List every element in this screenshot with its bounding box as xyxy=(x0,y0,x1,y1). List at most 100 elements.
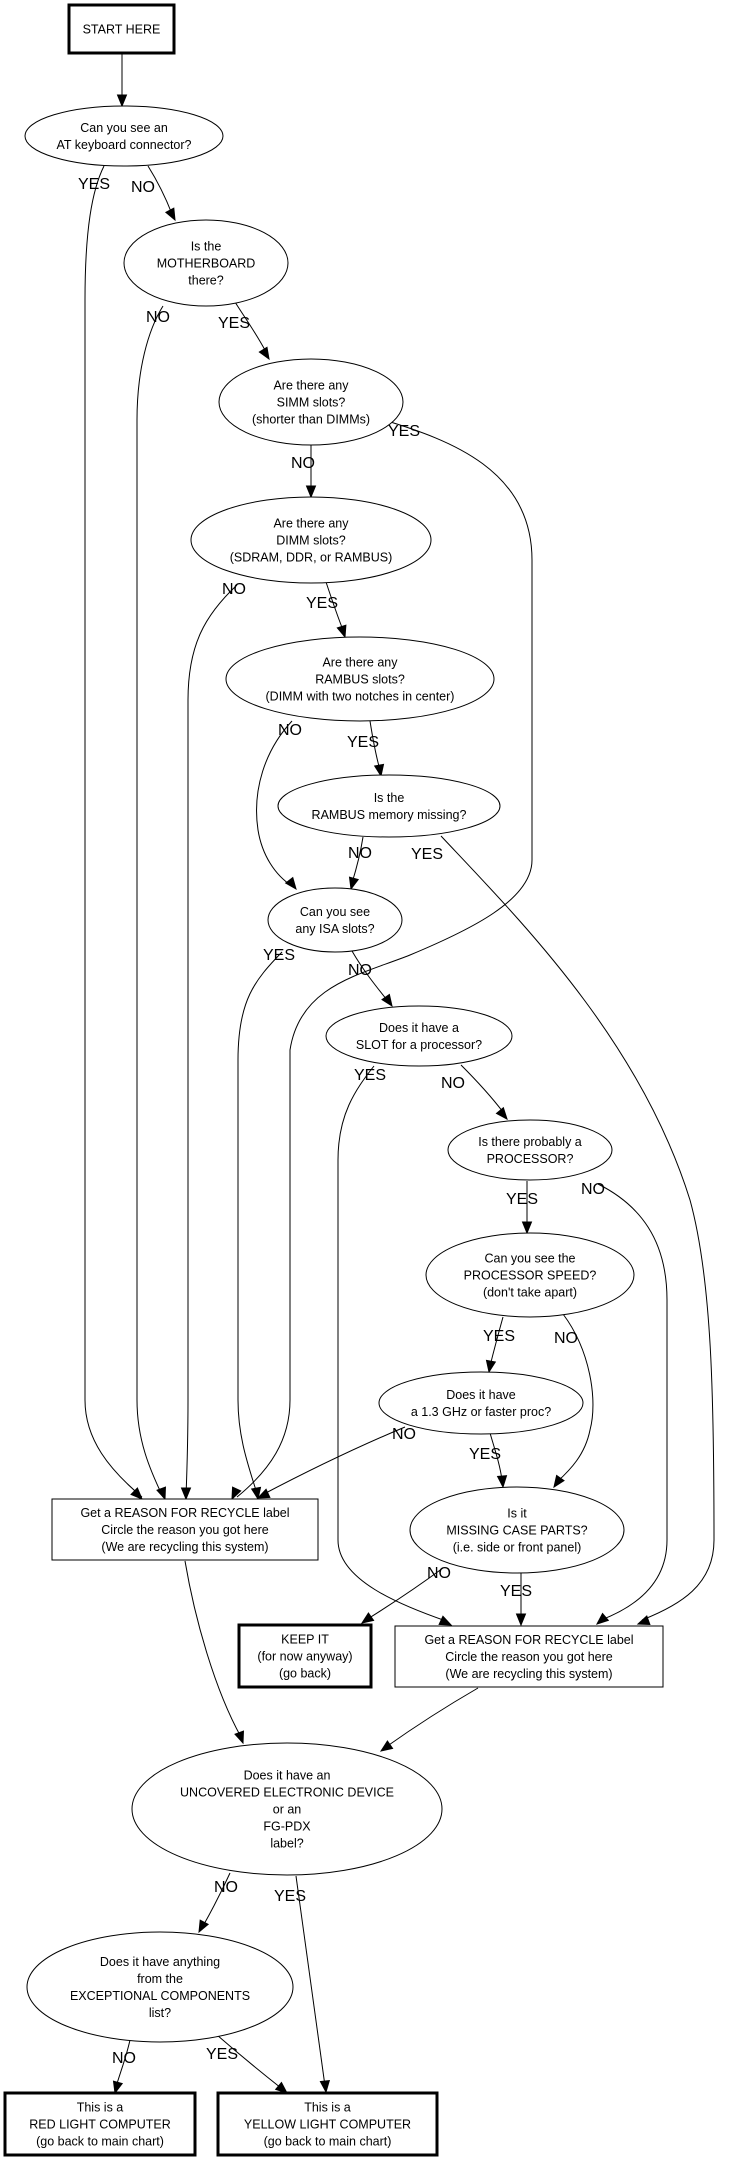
edge-missing_case-to-recycle_right xyxy=(515,1573,527,1627)
edge-recycle_left-to-uncovered xyxy=(184,1560,244,1745)
edge-line xyxy=(202,1872,231,1927)
edge-slot_processor-to-recycle_right xyxy=(337,1065,453,1626)
decision-ellipse xyxy=(277,774,501,838)
edge-processor-to-recycle_right xyxy=(595,1183,668,1625)
edge-line xyxy=(184,1560,242,1738)
edge-label-no: NO xyxy=(214,1879,238,1896)
edge-label-no: NO xyxy=(131,179,155,196)
node-text-line: Circle the reason you got here xyxy=(101,1523,269,1537)
node-text-line: START HERE xyxy=(83,23,161,37)
edge-isa-to-recycle_left xyxy=(237,951,283,1501)
decision-ellipse xyxy=(447,1119,613,1181)
edge-rambus_missing-to-recycle_right xyxy=(440,835,715,1625)
node-text-line: (go back to main chart) xyxy=(264,2135,392,2149)
edge-label-no: NO xyxy=(291,455,315,472)
arrowhead-icon xyxy=(198,1919,210,1934)
edge-at_keyboard-to-motherboard xyxy=(147,165,176,222)
arrowhead-icon xyxy=(234,1730,244,1745)
terminal-box xyxy=(237,1623,373,1689)
arrowhead-icon xyxy=(180,1487,192,1501)
edge-line xyxy=(460,1064,504,1113)
node-text-line: Is the xyxy=(191,240,222,254)
node-text-line: UNCOVERED ELECTRONIC DEVICE xyxy=(180,1786,394,1800)
node-text-line: SLOT for a processor? xyxy=(356,1038,482,1052)
edge-line xyxy=(216,2034,282,2089)
terminal-box xyxy=(3,2091,197,2157)
edge-motherboard-to-recycle_left xyxy=(136,305,166,1501)
decision-ellipse xyxy=(123,219,289,307)
node-text-line: label? xyxy=(270,1837,303,1851)
edge-missing_case-to-keep_it xyxy=(360,1567,444,1624)
edge-line xyxy=(234,301,267,353)
arrowhead-icon xyxy=(164,207,176,222)
edge-at_keyboard-to-recycle_left xyxy=(84,165,143,1500)
edge-exceptional-to-red_light xyxy=(112,2039,131,2095)
node-text-line: or an xyxy=(273,1803,302,1817)
decision-ellipse xyxy=(218,358,404,446)
edge-label-yes: YES xyxy=(263,947,295,964)
decision-ellipse xyxy=(325,1005,513,1067)
edge-line xyxy=(365,1567,444,1621)
arrowhead-icon xyxy=(336,624,347,639)
arrowhead-icon xyxy=(116,94,128,108)
node-text-line: PROCESSOR? xyxy=(487,1152,574,1166)
node-text-line: (go back) xyxy=(279,1667,331,1681)
node-start: START HERE xyxy=(67,3,176,55)
decision-ellipse xyxy=(190,496,432,584)
node-text-line: SIMM slots? xyxy=(277,396,346,410)
node-at-keyboard: Can you see an AT keyboard connector? xyxy=(24,105,224,167)
node-text-line: DIMM slots? xyxy=(276,534,346,548)
node-text-line: FG-PDX xyxy=(263,1820,311,1834)
node-text-line: AT keyboard connector? xyxy=(56,138,191,152)
edge-rambus_slots-to-isa xyxy=(256,720,297,891)
edge-rambus_slots-to-rambus_missing xyxy=(369,720,385,778)
arrowhead-icon xyxy=(485,1359,497,1374)
node-text-line: YELLOW LIGHT COMPUTER xyxy=(244,2118,411,2132)
edge-label-no: NO xyxy=(348,962,372,979)
edge-label-yes: YES xyxy=(347,734,379,751)
arrowhead-icon xyxy=(496,1475,508,1489)
edge-recycle_right-to-uncovered xyxy=(379,1687,479,1752)
arrowhead-icon xyxy=(250,1486,262,1501)
edge-start-to-at_keyboard xyxy=(116,53,128,108)
edges-layer xyxy=(84,53,715,2095)
arrowhead-icon xyxy=(156,1486,166,1501)
node-text-line: Does it have anything xyxy=(100,1955,220,1969)
arrowhead-icon xyxy=(348,876,360,891)
node-text-line: PROCESSOR SPEED? xyxy=(464,1269,597,1283)
edge-label-yes: YES xyxy=(206,2046,238,2063)
edge-line xyxy=(295,1875,326,2087)
node-text-line: MOTHERBOARD xyxy=(157,257,256,271)
decision-ellipse xyxy=(267,887,403,953)
node-text-line: (We are recycling this system) xyxy=(101,1540,268,1554)
edge-exceptional-to-yellow_light xyxy=(216,2034,289,2094)
process-box xyxy=(394,1625,664,1688)
edge-label-no: NO xyxy=(222,581,246,598)
arrowhead-icon xyxy=(438,1615,453,1626)
node-text-line: Does it have xyxy=(446,1388,516,1402)
decision-ellipse xyxy=(225,636,495,722)
node-text-line: Can you see an xyxy=(80,121,168,135)
edge-slot_processor-to-processor xyxy=(460,1064,508,1121)
edge-line xyxy=(261,1426,406,1496)
node-text-line: (for now anyway) xyxy=(257,1650,352,1664)
edge-uncovered-to-exceptional xyxy=(198,1872,231,1934)
arrowhead-icon xyxy=(130,1487,143,1500)
terminal-box xyxy=(216,2091,439,2157)
node-text-line: Are there any xyxy=(322,656,398,670)
node-text-line: Does it have an xyxy=(244,1769,331,1783)
node-text-line: EXCEPTIONAL COMPONENTS xyxy=(70,1989,250,2003)
edge-label-yes: YES xyxy=(354,1067,386,1084)
edge-label-no: NO xyxy=(392,1426,416,1443)
